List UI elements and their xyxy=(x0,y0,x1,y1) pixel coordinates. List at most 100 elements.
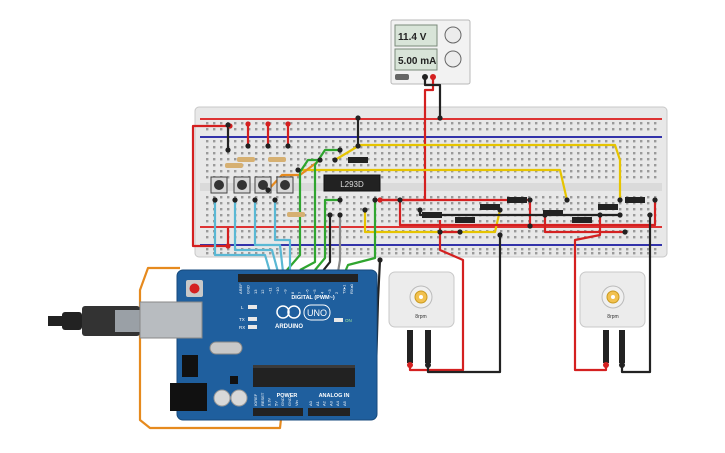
breadboard-hole xyxy=(500,252,503,255)
breadboard-hole xyxy=(612,152,615,155)
diode xyxy=(455,217,475,223)
breadboard-hole xyxy=(458,158,461,161)
breadboard-hole xyxy=(367,220,370,223)
breadboard-hole xyxy=(262,236,265,239)
breadboard-hole xyxy=(437,164,440,167)
breadboard-hole xyxy=(360,128,363,131)
breadboard-hole xyxy=(472,248,475,251)
breadboard-hole xyxy=(220,214,223,217)
breadboard-hole xyxy=(416,122,419,125)
breadboard-hole xyxy=(423,236,426,239)
breadboard-hole xyxy=(248,164,251,167)
breadboard-hole xyxy=(346,140,349,143)
breadboard-hole xyxy=(206,230,209,233)
breadboard-hole xyxy=(227,220,230,223)
breadboard-hole xyxy=(304,208,307,211)
breadboard-hole xyxy=(549,170,552,173)
current-display: 5.00 mA xyxy=(398,56,436,67)
breadboard-hole xyxy=(367,128,370,131)
breadboard-hole xyxy=(220,128,223,131)
breadboard-hole xyxy=(633,208,636,211)
breadboard-hole xyxy=(528,152,531,155)
current-knob[interactable] xyxy=(444,50,462,68)
breadboard-hole xyxy=(605,252,608,255)
breadboard-hole xyxy=(346,208,349,211)
breadboard-hole xyxy=(423,220,426,223)
breadboard-hole xyxy=(584,164,587,167)
breadboard-hole xyxy=(409,248,412,251)
breadboard-hole xyxy=(416,140,419,143)
breadboard-hole xyxy=(206,152,209,155)
breadboard-hole xyxy=(227,196,230,199)
breadboard-hole xyxy=(647,252,650,255)
breadboard-hole xyxy=(402,140,405,143)
breadboard-hole xyxy=(584,252,587,255)
breadboard-hole xyxy=(311,140,314,143)
breadboard-hole xyxy=(584,146,587,149)
power-switch[interactable] xyxy=(395,74,409,80)
wire-end xyxy=(265,121,271,127)
breadboard-hole xyxy=(206,236,209,239)
breadboard-hole xyxy=(451,202,454,205)
breadboard-hole xyxy=(367,252,370,255)
breadboard-hole xyxy=(640,248,643,251)
breadboard-hole xyxy=(549,220,552,223)
breadboard-hole xyxy=(430,152,433,155)
breadboard-hole xyxy=(241,252,244,255)
breadboard-hole xyxy=(430,208,433,211)
breadboard-hole xyxy=(451,176,454,179)
breadboard-hole xyxy=(206,128,209,131)
breadboard-hole xyxy=(647,230,650,233)
breadboard-hole xyxy=(626,164,629,167)
power-jack xyxy=(170,383,207,411)
breadboard-hole xyxy=(626,220,629,223)
breadboard-hole xyxy=(472,158,475,161)
breadboard-hole xyxy=(577,122,580,125)
breadboard-hole xyxy=(591,158,594,161)
breadboard-hole xyxy=(451,236,454,239)
breadboard-hole xyxy=(514,158,517,161)
breadboard-hole xyxy=(549,146,552,149)
breadboard-hole xyxy=(276,248,279,251)
breadboard-hole xyxy=(430,202,433,205)
breadboard-hole xyxy=(528,128,531,131)
breadboard-hole xyxy=(416,170,419,173)
breadboard-hole xyxy=(507,140,510,143)
breadboard-hole xyxy=(556,252,559,255)
breadboard-hole xyxy=(514,140,517,143)
breadboard-hole xyxy=(395,176,398,179)
breadboard-hole xyxy=(409,158,412,161)
breadboard-hole xyxy=(619,140,622,143)
breadboard-hole xyxy=(262,208,265,211)
breadboard-hole xyxy=(626,170,629,173)
breadboard-hole xyxy=(493,152,496,155)
breadboard-hole xyxy=(241,170,244,173)
breadboard-hole xyxy=(430,170,433,173)
breadboard-hole xyxy=(311,236,314,239)
voltage-knob[interactable] xyxy=(444,26,462,44)
breadboard-hole xyxy=(542,146,545,149)
breadboard-hole xyxy=(297,208,300,211)
breadboard-hole xyxy=(633,128,636,131)
breadboard-hole xyxy=(227,170,230,173)
breadboard-hole xyxy=(346,202,349,205)
breadboard-hole xyxy=(332,236,335,239)
breadboard-hole xyxy=(325,220,328,223)
breadboard-hole xyxy=(381,176,384,179)
breadboard-hole xyxy=(311,146,314,149)
breadboard-hole xyxy=(542,122,545,125)
wire-end xyxy=(225,147,231,153)
breadboard-hole xyxy=(241,146,244,149)
breadboard-hole xyxy=(570,158,573,161)
breadboard-hole xyxy=(409,208,412,211)
dc-motor-2: 8rpm xyxy=(579,271,646,368)
breadboard-hole xyxy=(640,176,643,179)
breadboard-hole xyxy=(241,196,244,199)
breadboard-hole xyxy=(388,158,391,161)
breadboard-hole xyxy=(605,164,608,167)
breadboard-hole xyxy=(640,236,643,239)
breadboard-hole xyxy=(227,202,230,205)
breadboard-hole xyxy=(283,152,286,155)
breadboard-hole xyxy=(472,170,475,173)
breadboard-hole xyxy=(297,176,300,179)
